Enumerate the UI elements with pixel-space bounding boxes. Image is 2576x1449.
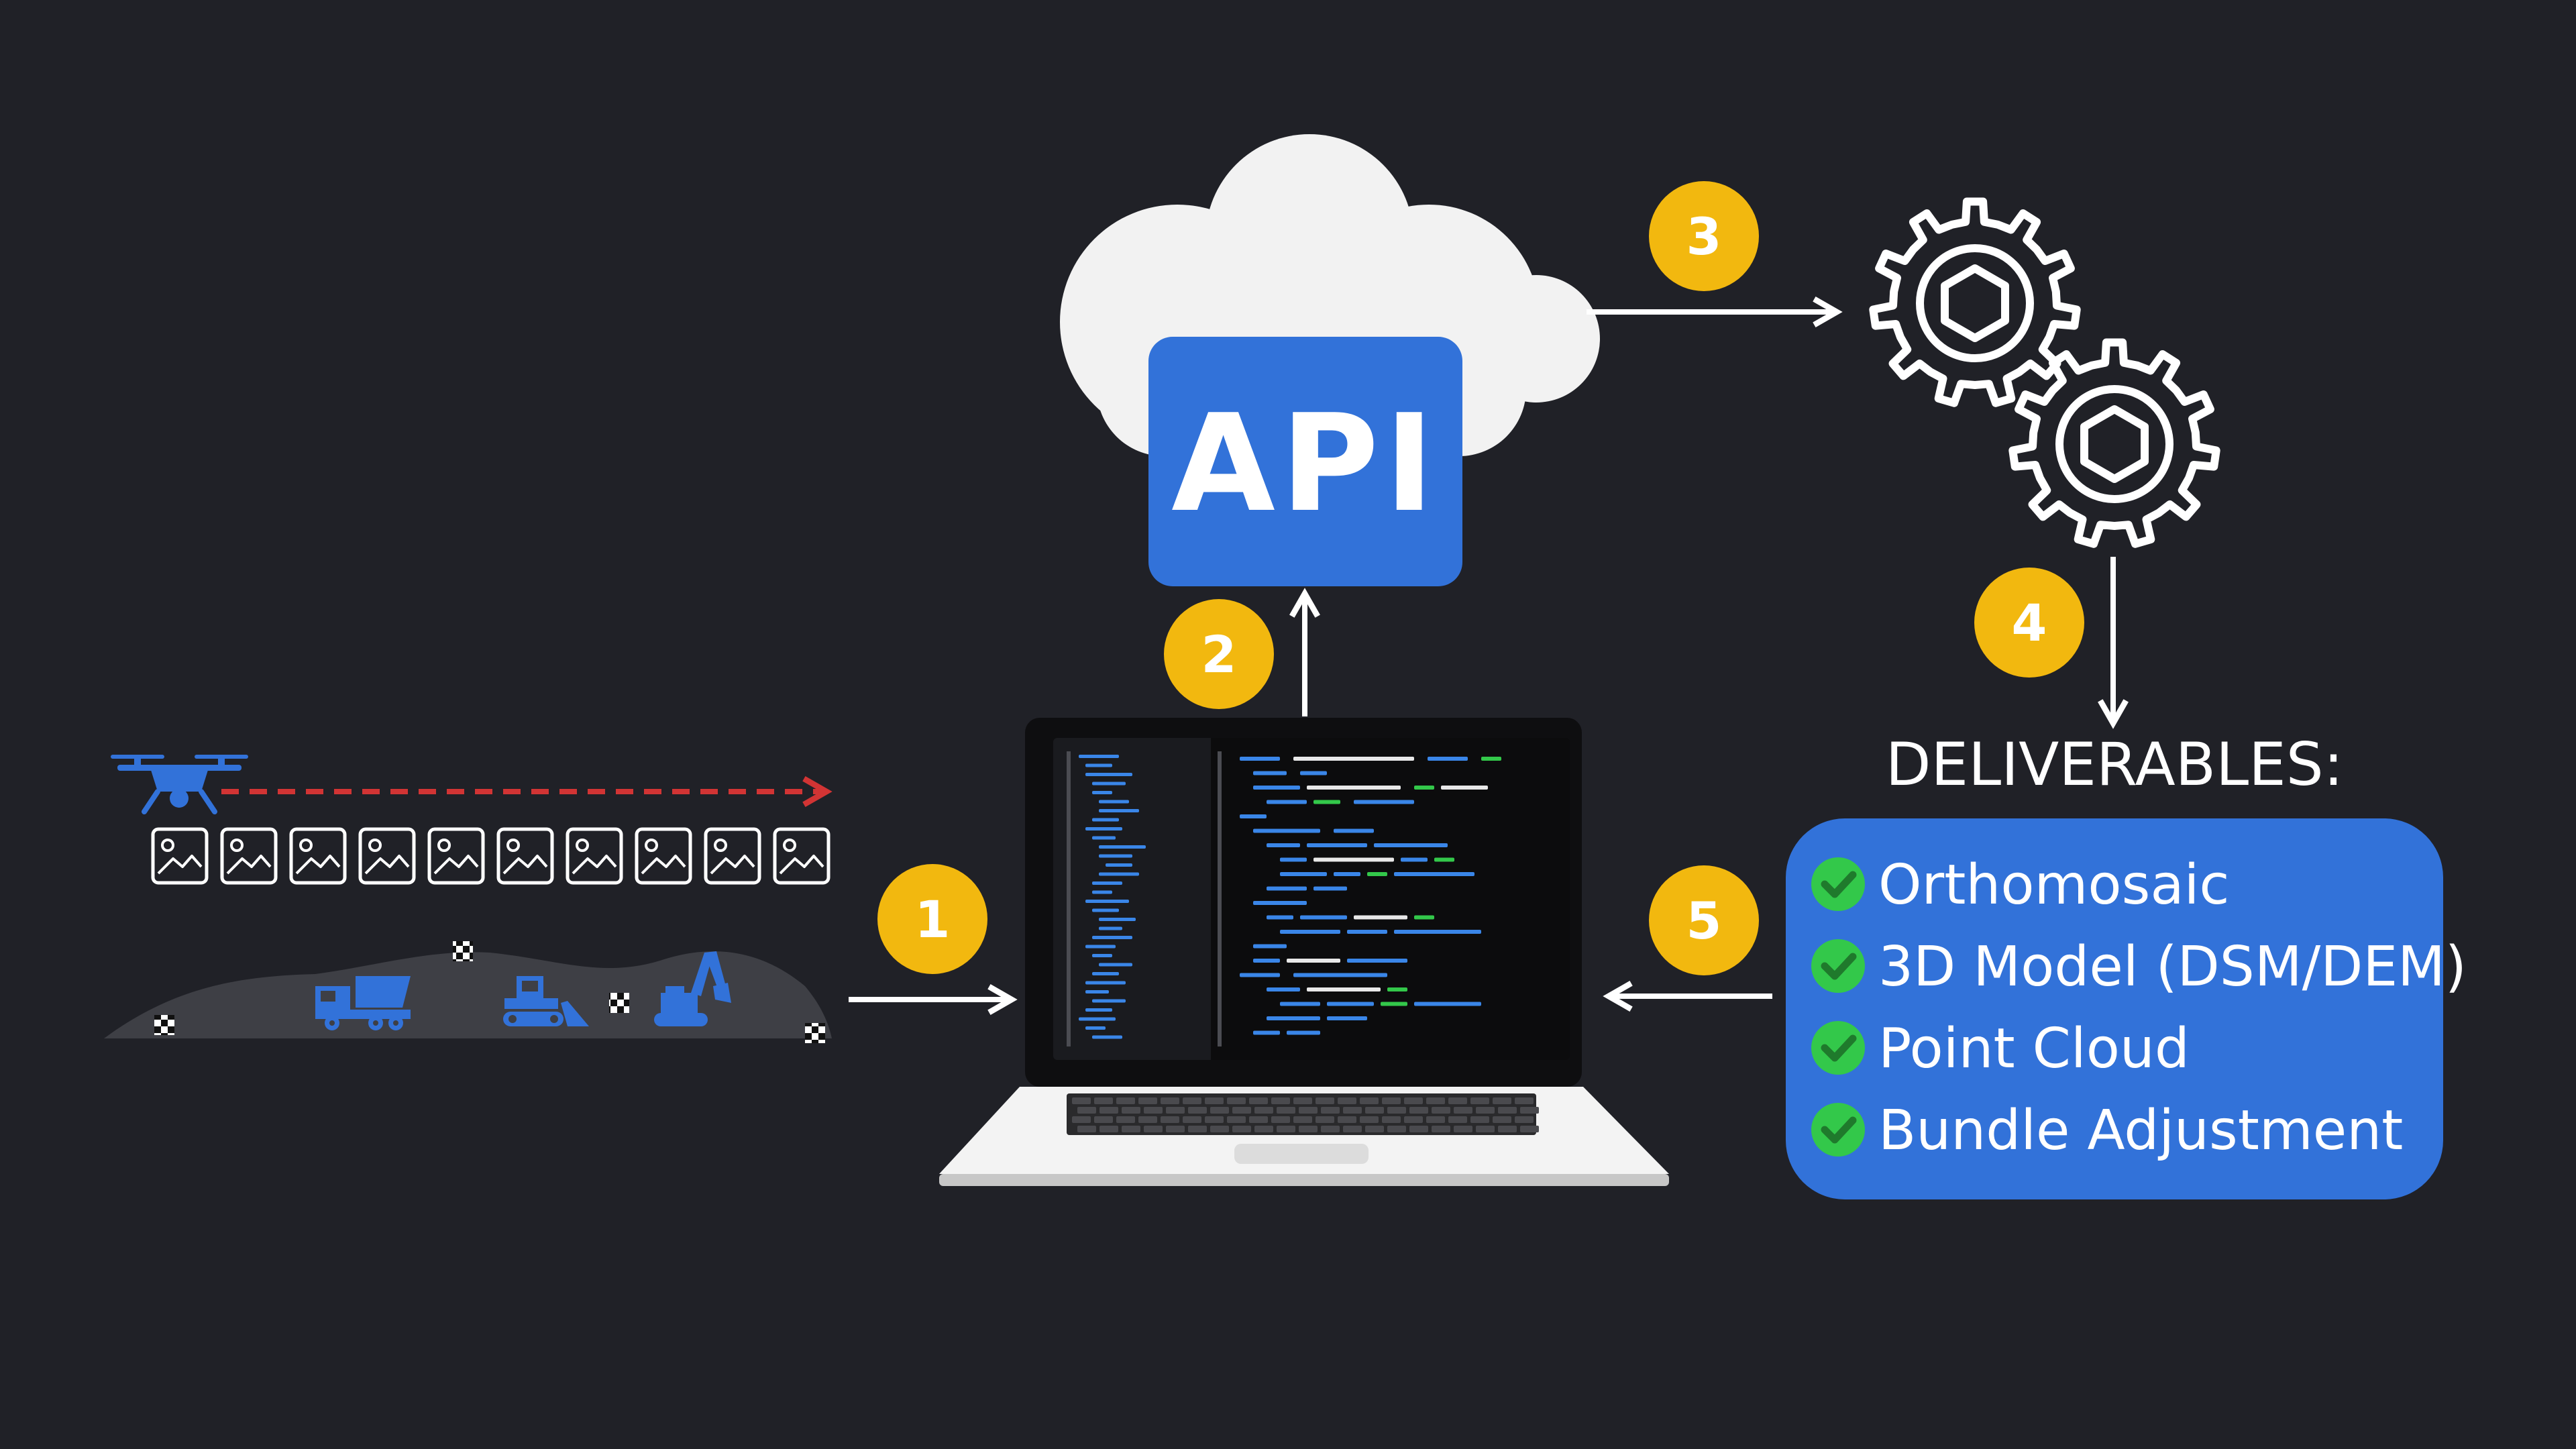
gear-icon [1869,197,2081,407]
deliverable-item: Bundle Adjustment [1811,1099,2403,1163]
image-icon [704,827,761,885]
gcp-marker-icon [154,1015,174,1035]
step-number: 4 [2012,593,2047,653]
deliverables-panel: Orthomosaic 3D Model (DSM/DEM) Point Cloud… [1786,818,2467,1199]
deliverable-label: Point Cloud [1878,1017,2190,1081]
image-icon [151,827,209,885]
step-badge-5: 5 [1649,865,1759,975]
image-icon [773,827,830,885]
excavator-icon [654,951,731,1026]
deliverables-title: DELIVERABLES: [1886,730,2343,799]
deliverable-label: 3D Model (DSM/DEM) [1878,935,2467,999]
api-badge: API [1148,337,1462,586]
dump-truck-icon [315,976,411,1030]
check-icon [1811,939,1865,993]
bulldozer-icon [503,976,589,1026]
capture-scene [104,755,833,1043]
deliverable-item: Orthomosaic [1811,853,2229,917]
deliverable-label: Bundle Adjustment [1878,1099,2403,1163]
step-number: 5 [1686,891,1722,951]
deliverable-item: 3D Model (DSM/DEM) [1811,935,2467,999]
image-icon [496,827,554,885]
image-icon [358,827,416,885]
step-number: 2 [1201,625,1237,684]
step-badge-1: 1 [877,864,987,974]
step-badge-4: 4 [1974,568,2084,678]
laptop-icon [939,718,1669,1186]
step-badge-2: 2 [1164,599,1274,709]
check-icon [1811,1103,1865,1157]
captured-images-row [151,827,830,885]
image-icon [566,827,623,885]
check-icon [1811,1021,1865,1075]
deliverable-label: Orthomosaic [1878,853,2229,917]
gcp-marker-icon [453,941,473,961]
image-icon [635,827,692,885]
gear-icon [2008,338,2220,548]
step-number: 1 [915,890,951,949]
check-icon [1811,857,1865,911]
terrain-mound [104,951,832,1038]
gcp-marker-icon [609,993,629,1013]
step-number: 3 [1686,207,1722,266]
step-badge-3: 3 [1649,181,1759,291]
drone-icon [111,755,248,814]
deliverable-item: Point Cloud [1811,1017,2190,1081]
gcp-marker-icon [805,1023,825,1043]
image-icon [220,827,278,885]
api-label: API [1171,386,1440,542]
code-editor [1053,738,1501,1060]
image-icon [427,827,485,885]
image-icon [289,827,347,885]
